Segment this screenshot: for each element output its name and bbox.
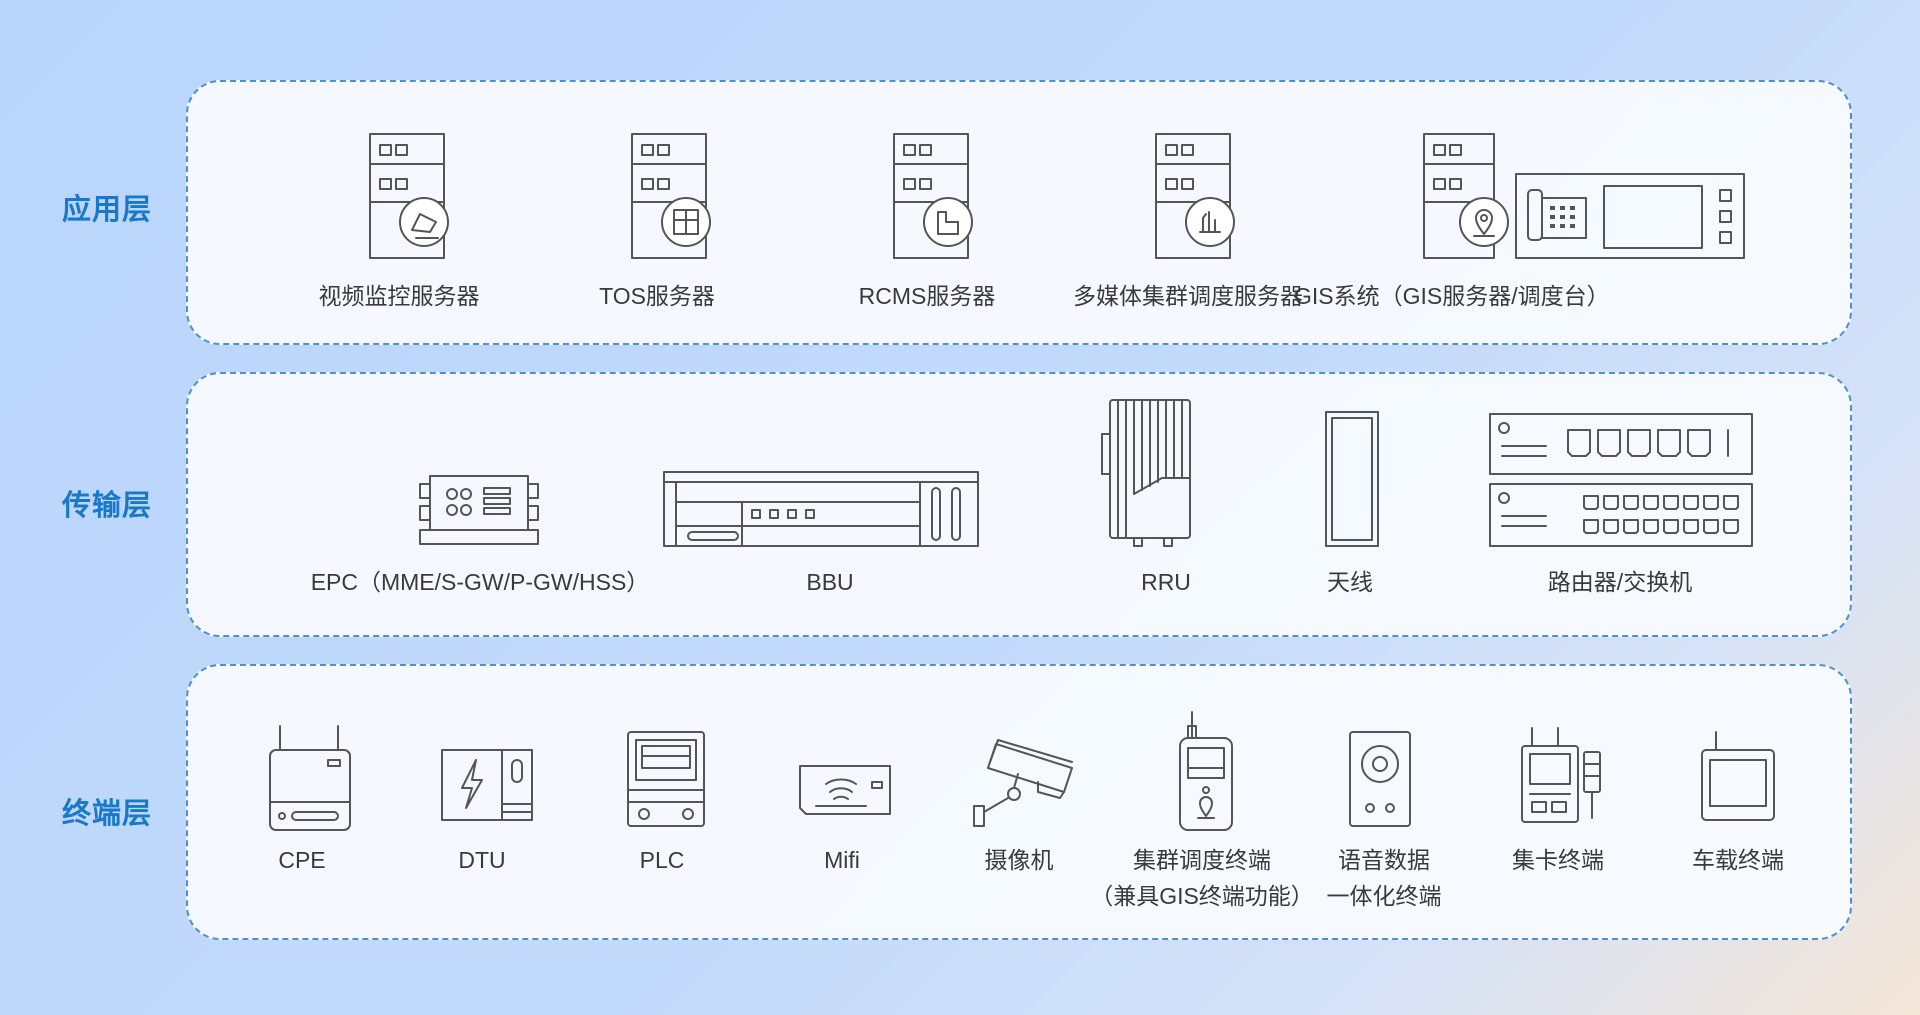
transport-layer-panel: EPC（MME/S-GW/P-GW/HSS） BBU bbox=[186, 372, 1852, 637]
device-label: 视频监控服务器 bbox=[318, 283, 480, 309]
device-label: 天线 bbox=[1327, 569, 1373, 595]
terminal-layer-panel: CPE DTU PLC bbox=[186, 664, 1852, 940]
device-label: Mifi bbox=[824, 847, 860, 873]
mifi-icon bbox=[799, 765, 891, 815]
device-label: TOS服务器 bbox=[599, 283, 715, 309]
tos-server-icon bbox=[631, 133, 711, 259]
device-label: 集群调度终端 bbox=[1133, 847, 1271, 873]
voice-data-terminal-icon bbox=[1349, 731, 1411, 827]
camera-icon bbox=[973, 739, 1073, 827]
device-label: 语音数据 bbox=[1338, 847, 1430, 873]
multimedia-server-icon bbox=[1155, 133, 1235, 259]
epc-icon bbox=[419, 475, 539, 545]
device-label: RRU bbox=[1141, 569, 1191, 595]
truck-terminal-icon bbox=[1521, 727, 1601, 823]
device-label-line2: （兼具GIS终端功能） bbox=[1090, 883, 1314, 909]
device-label: 集卡终端 bbox=[1512, 847, 1604, 873]
application-layer-panel: 视频监控服务器 TOS服务器 RCMS服务器 bbox=[186, 80, 1852, 345]
device-label: BBU bbox=[806, 569, 854, 595]
trunking-terminal-icon bbox=[1179, 711, 1233, 831]
rcms-server-icon bbox=[893, 133, 973, 259]
video-server-icon bbox=[369, 133, 449, 259]
device-label: 车载终端 bbox=[1692, 847, 1784, 873]
device-label: EPC（MME/S-GW/P-GW/HSS） bbox=[310, 569, 650, 595]
dtu-icon bbox=[441, 749, 533, 821]
layer-label-transport: 传输层 bbox=[62, 490, 153, 522]
device-label: 摄像机 bbox=[984, 847, 1054, 873]
rru-icon bbox=[1101, 399, 1191, 547]
device-label-line2: 一体化终端 bbox=[1326, 883, 1442, 909]
device-label: 路由器/交换机 bbox=[1547, 569, 1693, 595]
device-label: GIS系统（GIS服务器/调度台） bbox=[1294, 283, 1610, 309]
layer-label-application: 应用层 bbox=[62, 194, 153, 226]
plc-icon bbox=[627, 731, 705, 827]
device-label: 多媒体集群调度服务器 bbox=[1073, 283, 1303, 309]
cpe-icon bbox=[269, 725, 351, 831]
gis-console-icon bbox=[1423, 133, 1745, 259]
device-label: CPE bbox=[278, 847, 326, 873]
bbu-icon bbox=[663, 471, 979, 547]
router-switch-icon bbox=[1489, 413, 1753, 547]
device-label: RCMS服务器 bbox=[858, 283, 996, 309]
vehicle-terminal-icon bbox=[1701, 731, 1775, 821]
layer-label-terminal: 终端层 bbox=[62, 798, 153, 830]
device-label: DTU bbox=[458, 847, 506, 873]
antenna-icon bbox=[1325, 411, 1379, 547]
device-label: PLC bbox=[639, 847, 685, 873]
